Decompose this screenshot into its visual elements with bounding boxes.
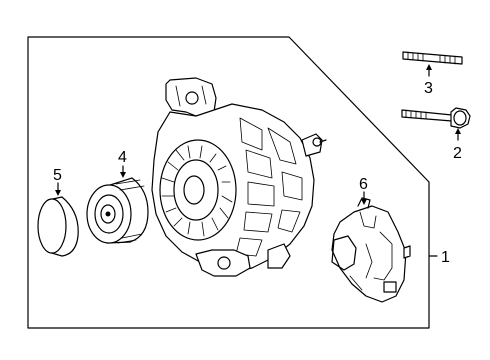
callout-1: 1 — [441, 249, 450, 266]
callout-2: 2 — [453, 145, 462, 162]
alternator-pulley — [86, 177, 149, 244]
stud-leader-arrow — [426, 64, 432, 70]
callout-5: 5 — [53, 167, 62, 184]
mounting-stud — [402, 51, 463, 65]
cap-leader-arrow — [55, 190, 61, 196]
callout-3: 3 — [424, 80, 433, 97]
pulley-cap — [37, 196, 79, 257]
pulley-leader-arrow — [120, 172, 126, 178]
alternator-housing — [151, 77, 327, 277]
bolt-leader-arrow — [455, 128, 461, 134]
callout-4: 4 — [118, 149, 127, 166]
regulator-leader-arrow — [361, 199, 367, 205]
assembly-boundary — [27, 36, 430, 329]
voltage-regulator — [331, 197, 411, 303]
mounting-bolt — [401, 107, 471, 129]
callout-6: 6 — [359, 176, 368, 193]
